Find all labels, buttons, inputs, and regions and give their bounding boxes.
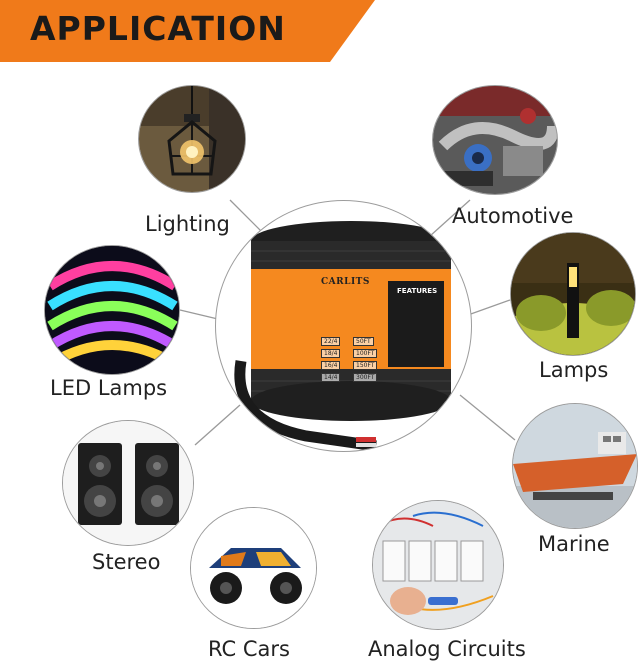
automotive-image <box>432 85 558 195</box>
lamps-image <box>510 232 636 356</box>
cable-spool-image: CARLITS FEATURES 22/4 50FT 18/4 100FT 16… <box>215 200 472 452</box>
label-rc-cars: RC Cars <box>208 637 290 661</box>
speakers-icon <box>63 421 193 545</box>
boat-icon <box>513 404 637 528</box>
pendant-lamp-icon <box>139 86 245 192</box>
lighting-image <box>138 85 246 193</box>
label-led-lamps: LED Lamps <box>50 376 168 400</box>
header-banner <box>0 0 375 62</box>
marine-image <box>512 403 638 529</box>
length-100ft: 100FT <box>353 349 378 358</box>
label-lamps: Lamps <box>539 358 609 382</box>
cable-spool-icon <box>234 221 451 451</box>
stereo-image <box>62 420 194 546</box>
led-lamps-image <box>44 245 180 375</box>
led-strip-icon <box>45 246 179 374</box>
label-marine: Marine <box>538 532 610 556</box>
label-lighting: Lighting <box>145 212 230 236</box>
length-300ft: 300FT <box>353 373 378 382</box>
size-18-4: 18/4 <box>321 349 341 358</box>
size-22-4: 22/4 <box>321 337 341 346</box>
label-stereo: Stereo <box>92 550 161 574</box>
rc-truck-icon <box>191 508 316 628</box>
garden-lamp-icon <box>511 233 635 355</box>
label-analog-circuits: Analog Circuits <box>368 637 526 661</box>
rc-cars-image <box>190 507 317 629</box>
brand-label: CARLITS <box>321 277 370 287</box>
length-150ft: 150FT <box>353 361 378 370</box>
features-label: FEATURES <box>397 287 438 295</box>
page-title: APPLICATION <box>30 9 286 48</box>
size-16-4: 16/4 <box>321 361 341 370</box>
circuit-panel-icon <box>373 501 503 629</box>
length-50ft: 50FT <box>353 337 374 346</box>
analog-circuits-image <box>372 500 504 630</box>
car-engine-icon <box>433 86 557 194</box>
size-14-4: 14/4 <box>321 373 341 382</box>
label-automotive: Automotive <box>452 204 574 228</box>
